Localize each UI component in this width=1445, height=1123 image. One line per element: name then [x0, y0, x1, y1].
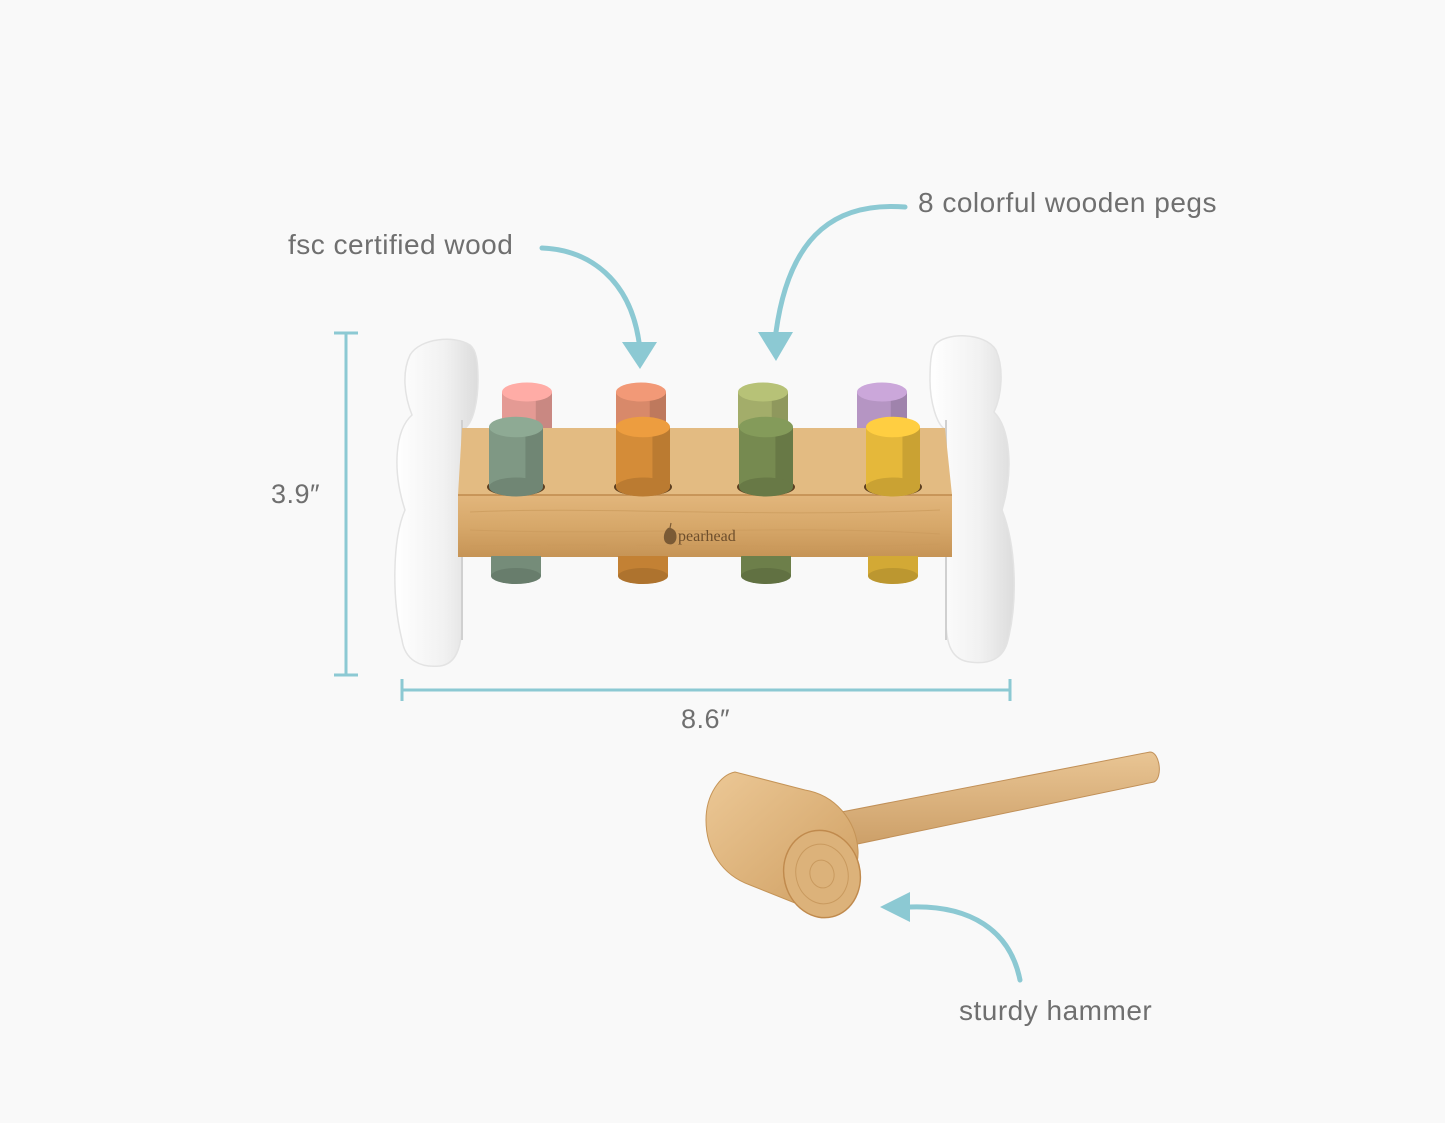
width-dimension-line [400, 679, 1012, 701]
peg-yellow [866, 416, 920, 497]
callout-hammer: sturdy hammer [959, 995, 1153, 1026]
brand-name: pearhead [678, 528, 736, 545]
peg-yellow-lower [868, 556, 918, 584]
height-label: 3.9″ [271, 479, 321, 509]
arrow-wood [539, 245, 642, 345]
pearhead-logo: pearhead [663, 522, 736, 545]
arrow-wood-head [622, 342, 657, 369]
arrow-hammer-head [880, 892, 910, 922]
arrow-hammer [907, 904, 1023, 983]
peg-orange [616, 416, 670, 497]
peg-sage-lower [491, 556, 541, 584]
wooden-bench [458, 428, 952, 557]
peg-sage [489, 416, 543, 497]
peg-olive [739, 416, 793, 497]
callout-wood: fsc certified wood [288, 229, 514, 260]
height-dimension-line [334, 331, 358, 677]
front-row-pegs [487, 416, 922, 584]
hammer [705, 751, 1160, 919]
arrow-pegs-head [758, 332, 793, 361]
callout-pegs: 8 colorful wooden pegs [918, 187, 1217, 218]
peg-olive-lower [741, 556, 791, 584]
width-label: 8.6″ [681, 704, 731, 734]
peg-orange-lower [618, 556, 668, 584]
arrow-pegs [773, 203, 908, 335]
